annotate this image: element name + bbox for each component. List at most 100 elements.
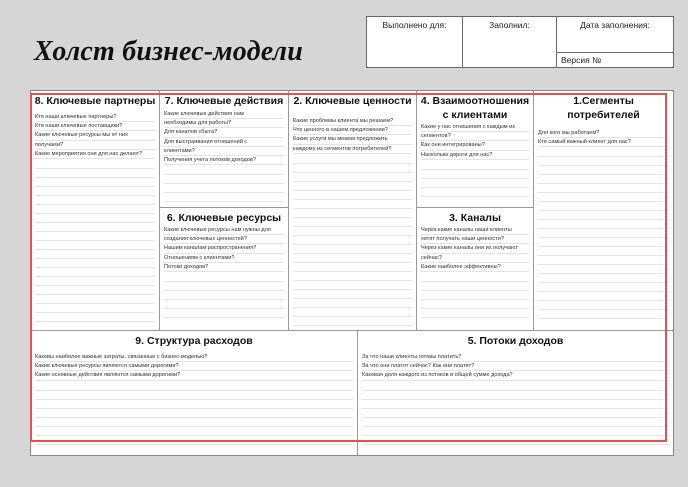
writing-line — [35, 204, 155, 205]
writing-line — [421, 281, 529, 282]
question: Кто наши ключевые партнеры? — [35, 113, 155, 123]
question: Для кого мы работаем? — [538, 129, 669, 139]
question: Какие наиболее эффективны? — [421, 263, 529, 273]
writing-line — [293, 163, 412, 164]
question-list: Какие ключевые действия нам необходимы д… — [164, 110, 284, 166]
question-list: Через какие каналы наши клиенты хотят по… — [421, 226, 529, 273]
writing-line — [164, 201, 284, 202]
writing-line — [164, 317, 284, 318]
header-divider — [462, 17, 463, 67]
writing-line — [421, 178, 529, 179]
question: каждому из сегментов потребителей? — [293, 145, 412, 154]
writing-line — [35, 417, 353, 418]
question: Какие ключевые ресурсы мы от них — [35, 131, 155, 141]
block-customer-segments[interactable]: 1.Сегменты потребителей Для кого мы рабо… — [534, 91, 673, 331]
question: Через какие каналы наши клиенты — [421, 226, 529, 236]
writing-line — [293, 253, 412, 254]
writing-line — [293, 199, 412, 200]
question: Какие мероприятия они для нас делают? — [35, 150, 155, 160]
block-value-propositions[interactable]: 2. Ключевые ценности Какие проблемы клие… — [289, 91, 417, 331]
writing-line — [35, 177, 155, 178]
writing-line — [538, 165, 669, 166]
block-revenue-streams[interactable]: 5. Потоки доходов За что наши клиенты го… — [358, 331, 673, 455]
writing-line — [421, 308, 529, 309]
block-title: 5. Потоки доходов — [467, 335, 564, 347]
writing-line — [421, 169, 529, 170]
writing-line — [164, 281, 284, 282]
writing-line — [293, 298, 412, 299]
question-list: Кто наши ключевые партнеры? Кто наши клю… — [35, 113, 155, 160]
writing-line — [35, 213, 155, 214]
writing-line — [164, 290, 284, 291]
header-divider — [556, 52, 673, 53]
question: Какие ключевые действия нам — [164, 110, 284, 120]
business-model-canvas: 8. Ключевые партнеры Кто наши ключевые п… — [30, 90, 674, 456]
writing-line — [538, 246, 669, 247]
writing-line — [362, 435, 669, 436]
block-title: 3. Каналы — [449, 212, 501, 224]
block-title: 8. Ключевые партнеры — [34, 95, 156, 107]
question: Нашим каналам распространения? — [164, 244, 284, 254]
writing-line — [538, 282, 669, 283]
writing-line — [35, 240, 155, 241]
question: Что ценного в нашем предложении? — [293, 126, 412, 136]
writing-line — [164, 192, 284, 193]
block-key-partners[interactable]: 8. Ключевые партнеры Кто наши ключевые п… — [31, 91, 160, 331]
writing-line — [362, 426, 669, 427]
writing-line — [293, 235, 412, 236]
header-table: Выполнено для: Заполнил: Дата заполнения… — [366, 16, 674, 68]
question: сегментов? — [421, 132, 529, 142]
question: За что они платят сейчас? Как они платят… — [362, 362, 669, 372]
question: Отношениям с клиентами? — [164, 254, 284, 263]
question-list: Каковы наиболее важные затраты, связанны… — [35, 353, 353, 381]
block-channels[interactable]: 3. Каналы Через какие каналы наши клиент… — [417, 208, 534, 331]
writing-line — [164, 174, 284, 175]
question: получаем? — [35, 141, 155, 150]
writing-line — [164, 183, 284, 184]
block-key-resources[interactable]: 6. Ключевые ресурсы Какие ключевые ресур… — [160, 208, 289, 331]
writing-line — [35, 408, 353, 409]
question: Для каналов сбыта? — [164, 128, 284, 138]
question-list: Какие ключевые ресурсы нам нужны для соз… — [164, 226, 284, 273]
question: Какие у нас отношения с каждым из — [421, 123, 529, 133]
question: Каковая доля каждого из потоков в общей … — [362, 371, 669, 381]
question: Получения учета потоков доходов? — [164, 156, 284, 166]
writing-line — [538, 237, 669, 238]
block-cost-structure[interactable]: 9. Структура расходов Каковы наиболее ва… — [31, 331, 358, 455]
writing-line — [35, 276, 155, 277]
writing-line — [538, 156, 669, 157]
question: Какие ключевые ресурсы нам нужны для — [164, 226, 284, 236]
writing-line — [538, 183, 669, 184]
writing-line — [35, 390, 353, 391]
writing-line — [362, 408, 669, 409]
writing-line — [293, 181, 412, 182]
question: Какие проблемы клиента мы решаем? — [293, 117, 412, 127]
question: Для выстраивания отношений с — [164, 138, 284, 147]
writing-line — [293, 262, 412, 263]
writing-line — [293, 280, 412, 281]
writing-line — [538, 201, 669, 202]
writing-line — [538, 228, 669, 229]
writing-line — [35, 222, 155, 223]
writing-line — [362, 444, 669, 445]
writing-line — [35, 444, 353, 445]
question: Каковы наиболее важные затраты, связанны… — [35, 353, 353, 363]
block-key-activities[interactable]: 7. Ключевые действия Какие ключевые дейс… — [160, 91, 289, 208]
question: За что наши клиенты готовы платить? — [362, 353, 669, 363]
done-for-label: Выполнено для: — [382, 20, 447, 30]
question: Какие услуги мы можем предложить — [293, 135, 412, 145]
question: Как они интегрированы? — [421, 141, 529, 151]
block-title: 4. Взаимоотношения — [420, 95, 530, 107]
block-title: 6. Ключевые ресурсы — [166, 212, 282, 224]
header-divider — [556, 17, 557, 67]
question: Потоки доходов? — [164, 263, 284, 273]
writing-line — [293, 289, 412, 290]
block-title: 7. Ключевые действия — [164, 95, 284, 107]
writing-line — [293, 271, 412, 272]
writing-line — [293, 208, 412, 209]
writing-line — [362, 417, 669, 418]
writing-line — [538, 273, 669, 274]
block-customer-relationships[interactable]: 4. Взаимоотношения с клиентами Какие у н… — [417, 91, 534, 208]
writing-line — [421, 196, 529, 197]
